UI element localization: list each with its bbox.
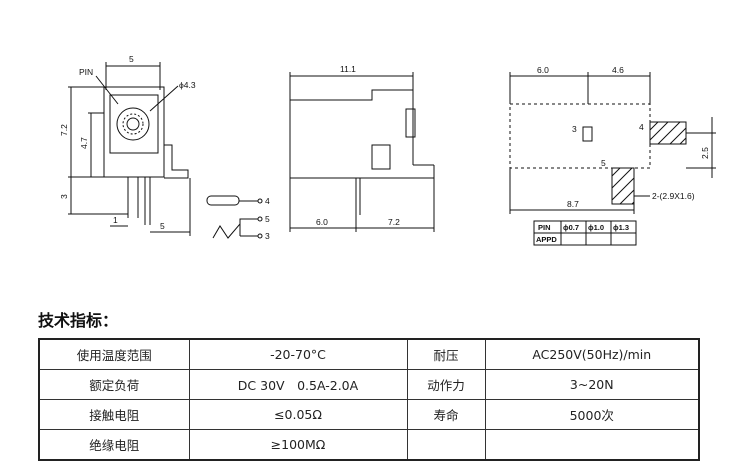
side-dim-right: 7.2: [388, 217, 400, 227]
spec-value-insulation-resistance: ≥100MΩ: [188, 429, 408, 461]
front-dim-top: 5: [129, 54, 134, 64]
spec-value-voltage: AC250V(50Hz)/min: [484, 338, 700, 370]
table-row: 使用温度范围 -20-70°C 耐压 AC250V(50Hz)/min: [38, 338, 700, 370]
spec-label-voltage: 耐压: [406, 338, 486, 370]
spec-value-actuation-force: 3~20N: [484, 369, 700, 400]
spec-value-rated-load: DC 30V 0.5A-2.0A: [188, 369, 408, 400]
pcb-slot-note: 2-(2.9X1.6): [652, 191, 695, 201]
table-row: 额定负荷 DC 30V 0.5A-2.0A 动作力 3~20N: [38, 369, 700, 400]
front-pin-label: PIN: [79, 67, 93, 77]
front-dim-inner-height: 4.7: [79, 137, 89, 149]
side-view: [289, 72, 435, 232]
schematic-symbol: [206, 195, 263, 239]
spec-label-temperature: 使用温度范围: [38, 338, 190, 370]
front-dim-pin-width: 1: [113, 215, 118, 225]
spec-label-lifespan: 寿命: [406, 399, 486, 430]
front-dim-base: 3: [59, 194, 69, 199]
pin-table-d10: ϕ1.0: [588, 223, 604, 232]
spec-value-contact-resistance: ≤0.05Ω: [188, 399, 408, 430]
pin-table-appd: APPD: [536, 235, 557, 244]
spec-label-actuation-force: 动作力: [406, 369, 486, 400]
spec-label-contact-resistance: 接触电阻: [38, 399, 190, 430]
pcb-dim-right: 4.6: [612, 65, 624, 75]
spec-label-rated-load: 额定负荷: [38, 369, 190, 400]
pcb-dim-bottom: 8.7: [567, 199, 579, 209]
pin-table-d07: ϕ0.7: [563, 223, 579, 232]
pin-table-header: PIN: [538, 223, 551, 232]
schematic-pin-5: 5: [265, 214, 270, 224]
table-row: 接触电阻 ≤0.05Ω 寿命 5000次: [38, 399, 700, 430]
pcb-label-4: 4: [639, 122, 644, 132]
specs-heading: 技术指标：: [38, 311, 119, 330]
spec-value-temperature: -20-70°C: [188, 338, 408, 370]
front-view: [68, 62, 191, 236]
side-dim-length: 11.1: [340, 64, 356, 74]
spec-value-lifespan: 5000次: [484, 399, 700, 430]
front-dim-bottom: 5: [160, 221, 165, 231]
spec-value-empty: [484, 429, 700, 461]
front-dim-hole: ϕ4.3: [179, 80, 196, 90]
pcb-label-5: 5: [601, 158, 606, 168]
pcb-label-3: 3: [572, 124, 577, 134]
schematic-pin-3: 3: [265, 231, 270, 241]
specs-table: 使用温度范围 -20-70°C 耐压 AC250V(50Hz)/min 额定负荷…: [38, 338, 700, 461]
table-row: 绝缘电阻 ≥100MΩ: [38, 429, 700, 461]
front-dim-total-height: 7.2: [59, 124, 69, 136]
spec-label-empty: [406, 429, 486, 461]
pcb-dim-vertical: 2.5: [700, 147, 710, 159]
pin-table-d13: ϕ1.3: [613, 223, 629, 232]
schematic-pin-4: 4: [265, 196, 270, 206]
technical-drawing: PIN 5 ϕ4.3 7.2 4.7 3 1 5 11.1 6.0 7.2 4 …: [59, 54, 716, 246]
pcb-dim-left: 6.0: [537, 65, 549, 75]
spec-label-insulation-resistance: 绝缘电阻: [38, 429, 190, 461]
pcb-layout: [509, 72, 716, 246]
side-dim-left: 6.0: [316, 217, 328, 227]
